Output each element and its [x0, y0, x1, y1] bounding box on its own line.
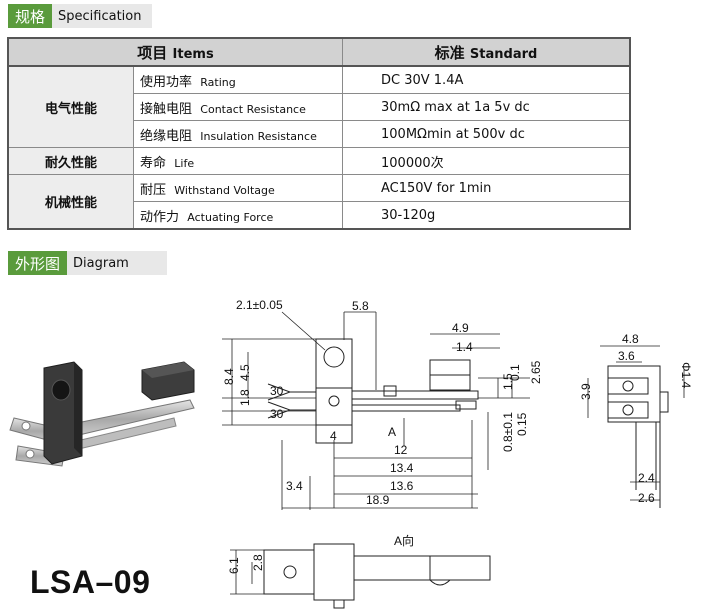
value-cell: 100000次: [342, 147, 631, 175]
diagram-title-cn: 外形图: [8, 251, 68, 275]
dim-2-6: 2.6: [638, 491, 655, 505]
group-durability: 耐久性能: [7, 147, 134, 175]
dim-13-6: 13.6: [390, 479, 414, 493]
spec-table: 项目 Items 标准 Standard 电气性能 使用功率 Rating DC…: [7, 37, 631, 230]
dim-0-1: 0.1: [508, 364, 522, 381]
diagram-section-header: 外形图 Diagram: [8, 251, 168, 275]
dim-4-5: 4.5: [238, 364, 252, 381]
dim-4-8: 4.8: [622, 332, 639, 346]
dim-1-4: 1.4: [456, 340, 473, 354]
table-row: 耐久性能 寿命 Life 100000次: [7, 147, 631, 175]
spec-title-en: Specification: [52, 4, 153, 28]
arrow-a-label: A: [388, 425, 396, 439]
dim-2-65: 2.65: [529, 360, 543, 384]
dim-6-1: 6.1: [227, 557, 241, 574]
dim-3-4: 3.4: [286, 479, 303, 493]
standard-header: 标准 Standard: [342, 37, 631, 67]
angle-30-top: 30: [270, 384, 284, 398]
param-cell: 绝缘电阻 Insulation Resistance: [133, 120, 343, 148]
table-header-row: 项目 Items 标准 Standard: [7, 37, 631, 67]
spec-section-header: 规格 Specification: [8, 4, 153, 28]
diagram-title-en: Diagram: [67, 251, 168, 275]
dim-18-9: 18.9: [366, 493, 390, 507]
param-cell: 动作力 Actuating Force: [133, 201, 343, 230]
dim-12: 12: [394, 443, 408, 457]
housing-outline: [315, 338, 353, 426]
table-row: 电气性能 使用功率 Rating DC 30V 1.4A: [7, 65, 631, 148]
dim-1-5: 1.5: [501, 373, 515, 390]
dim-4-9: 4.9: [452, 321, 469, 335]
dim-13-4: 13.4: [390, 461, 414, 475]
table-row: 接触电阻 Contact Resistance 30mΩ max at 1a 5…: [8, 93, 631, 121]
param-cell: 接触电阻 Contact Resistance: [133, 93, 343, 121]
group-mechanical: 机械性能: [7, 174, 134, 230]
dim-hole: 2.1±0.05: [236, 298, 283, 312]
dim-phi-1-4: Φ1.4: [679, 362, 693, 389]
param-cell: 使用功率 Rating: [133, 65, 343, 94]
param-cell: 耐压 Withstand Voltage: [133, 174, 343, 202]
view-a-label: A向: [394, 533, 414, 548]
dim-8-4: 8.4: [222, 368, 236, 385]
dim-4: 4: [330, 429, 337, 443]
table-row: 机械性能 耐压 Withstand Voltage AC150V for 1mi…: [7, 174, 631, 230]
model-name: LSA–09: [30, 564, 151, 600]
product-photo: [9, 361, 195, 467]
value-cell: 30-120g: [342, 201, 631, 230]
large-hole: [323, 346, 345, 368]
small-hole: [328, 395, 340, 407]
dim-2-8: 2.8: [251, 554, 265, 571]
dim-3-6: 3.6: [618, 349, 635, 363]
dim-2-4: 2.4: [638, 471, 655, 485]
spec-title-cn: 规格: [8, 4, 53, 28]
angle-30-bottom: 30: [270, 407, 284, 421]
dim-5-8: 5.8: [352, 299, 369, 313]
dim-0-8: 0.8±0.1: [501, 412, 515, 452]
items-header: 项目 Items: [7, 37, 343, 67]
group-electrical: 电气性能: [7, 65, 134, 148]
dim-1-8: 1.8: [238, 389, 252, 406]
value-cell: AC150V for 1min: [342, 174, 631, 202]
dim-0-15: 0.15: [515, 412, 529, 436]
dim-3-9: 3.9: [579, 383, 593, 400]
table-row: 动作力 Actuating Force 30-120g: [8, 201, 631, 230]
